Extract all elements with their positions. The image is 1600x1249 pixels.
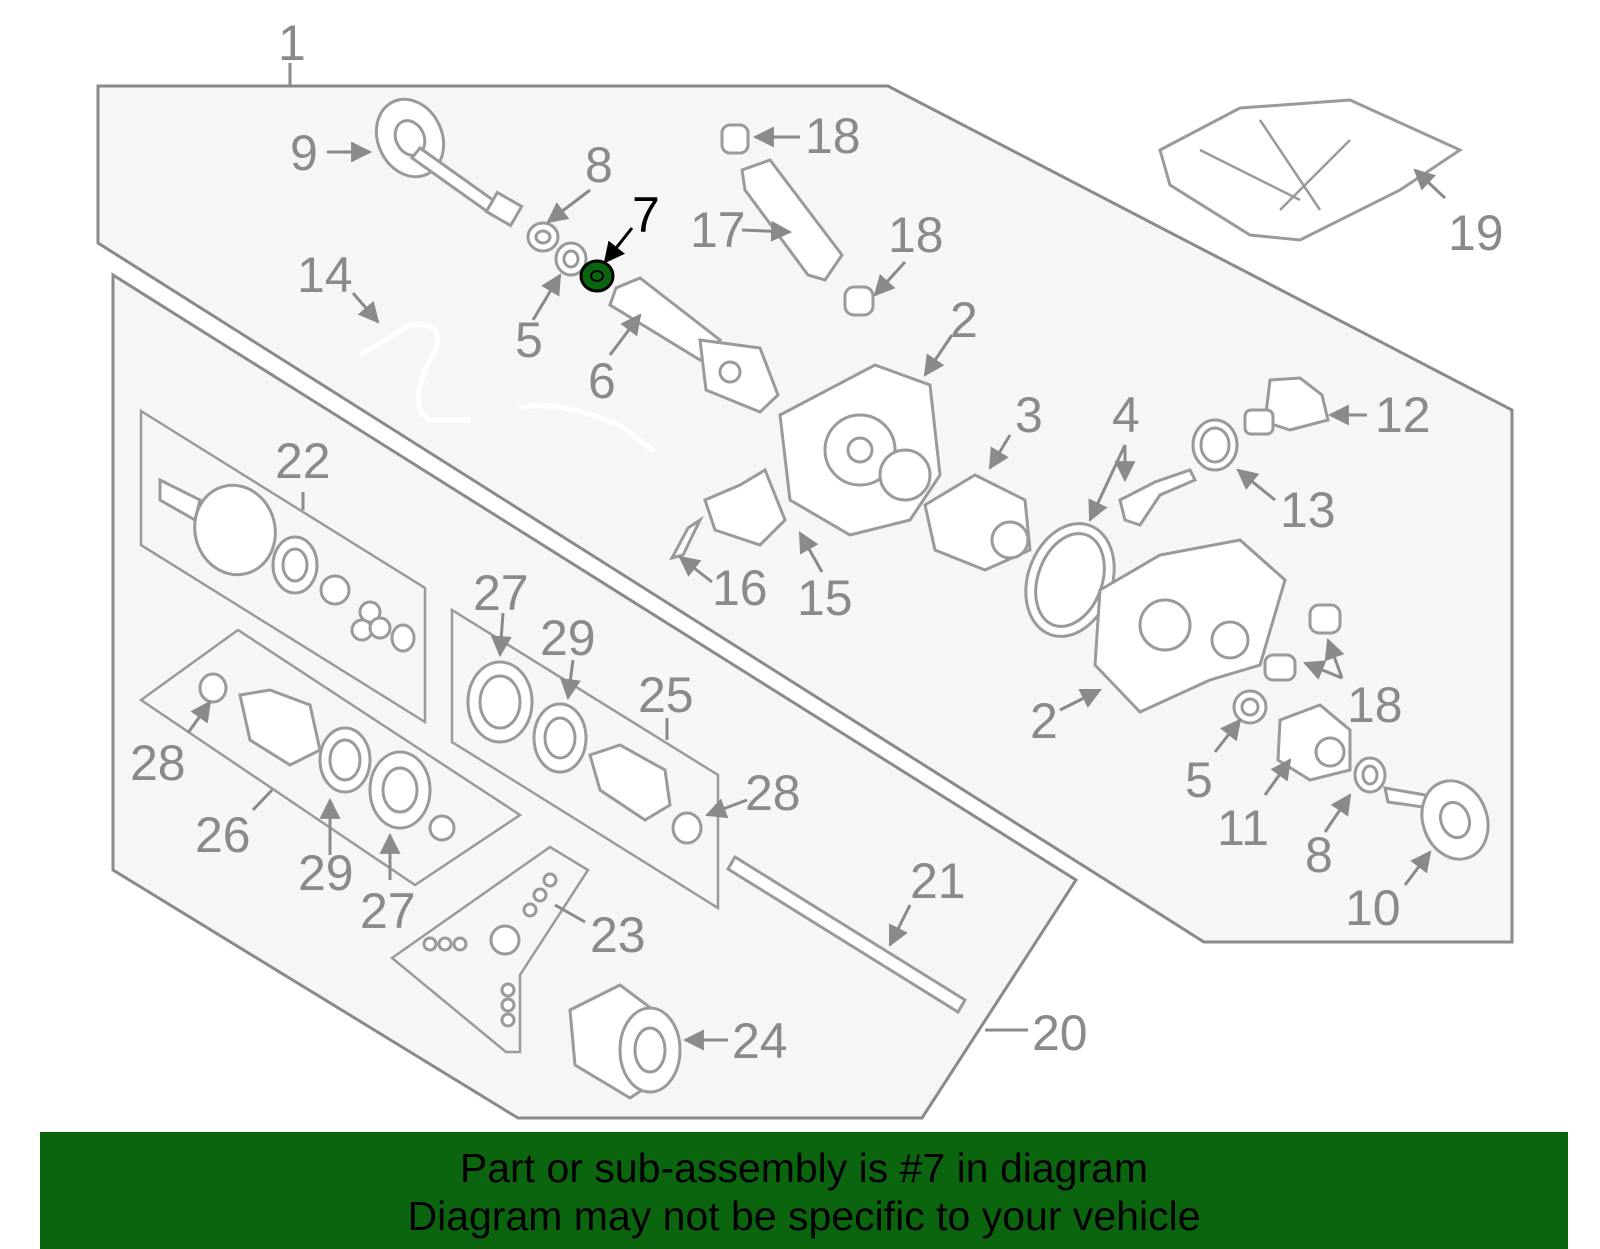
boot-kit-part-26: [198, 672, 456, 842]
callout-19: 19: [1448, 205, 1504, 261]
banner-line-1: Part or sub-assembly is #7 in diagram: [459, 1145, 1149, 1191]
highlighted-part-7: [579, 259, 615, 293]
callout-5-upper: 5: [515, 312, 543, 368]
callout-12: 12: [1375, 387, 1431, 443]
callout-27-left: 27: [360, 883, 416, 939]
callout-29-right: 29: [540, 610, 596, 666]
kit-box-22: [139, 408, 427, 725]
seal-part-13: [1191, 418, 1239, 472]
shaft-part-21: [725, 854, 968, 1015]
callout-28-left: 28: [130, 735, 186, 791]
drive-shaft-assembly-outline: [111, 272, 1079, 1120]
callout-11: 11: [1217, 800, 1269, 856]
kit-box-25: [450, 607, 720, 911]
info-banner: Part or sub-assembly is #7 in diagram Di…: [40, 1132, 1568, 1249]
callout-2-upper: 2: [950, 292, 978, 348]
callout-29-left: 29: [298, 845, 354, 901]
seal-part-8: [526, 221, 560, 253]
case-part-11: [1276, 703, 1352, 782]
callout-4: 4: [1112, 387, 1140, 443]
cv-joint-part-22: [158, 477, 416, 653]
cap-part-18-top: [720, 123, 750, 155]
callout-15: 15: [797, 570, 853, 626]
callout-5-lower: 5: [1185, 752, 1213, 808]
boot-kit-part-25: [466, 660, 703, 845]
callout-8-upper: 8: [585, 137, 613, 193]
callout-24: 24: [732, 1013, 788, 1069]
cap-part-18-lower-b: [1263, 653, 1297, 682]
housing-part-24: [568, 983, 682, 1100]
skid-plate-part-19: [1158, 98, 1464, 242]
callout-labels: 1 2 2 3 4 5 5 6 7 8 8 9 10 11 12 13 14 1…: [130, 15, 1504, 1069]
leader-lines: [186, 63, 1447, 1051]
callout-18-mid: 18: [888, 207, 944, 263]
differential-assembly-outline: [96, 84, 1514, 944]
kit-box-26: [138, 628, 523, 887]
callout-21: 21: [910, 853, 966, 909]
ring-gear-part-4: [1024, 468, 1198, 638]
seal-part-8-lower: [1353, 756, 1387, 794]
callout-6: 6: [588, 353, 616, 409]
banner-line-2: Diagram may not be specific to your vehi…: [407, 1193, 1201, 1239]
axle-shaft-part-9: [374, 97, 524, 228]
callout-18-lower: 18: [1347, 677, 1403, 733]
hose-part-14: [358, 321, 470, 423]
mount-part-15: [669, 467, 787, 561]
carrier-housing-part-2-lower: [1093, 538, 1287, 714]
bearing-part-5: [554, 241, 588, 277]
tube-part-6: [608, 276, 780, 414]
bracket-part-17: [740, 158, 844, 282]
callout-1: 1: [278, 15, 306, 71]
callout-27-right: 27: [473, 565, 529, 621]
line-part-16: [517, 403, 657, 454]
callout-17: 17: [690, 202, 746, 258]
callout-26: 26: [195, 807, 251, 863]
differential-case-part-3: [923, 473, 1032, 572]
callout-28-right: 28: [745, 765, 801, 821]
callout-7: 7: [632, 187, 660, 243]
callout-22: 22: [275, 433, 331, 489]
bearing-part-5-lower: [1232, 689, 1268, 725]
callout-10: 10: [1345, 880, 1401, 936]
callout-23: 23: [590, 907, 646, 963]
callout-2-lower: 2: [1030, 693, 1058, 749]
callout-14: 14: [297, 247, 353, 303]
callout-9: 9: [290, 125, 318, 181]
cap-part-18-mid: [843, 285, 875, 317]
flange-part-10: [1383, 779, 1490, 861]
callout-20: 20: [1032, 1005, 1088, 1061]
cap-part-18-lower-a: [1308, 603, 1342, 635]
carrier-housing-part-2-upper: [778, 363, 942, 537]
callout-13: 13: [1280, 482, 1336, 538]
callout-16: 16: [712, 560, 768, 616]
callout-3: 3: [1015, 387, 1043, 443]
callout-8-lower: 8: [1305, 827, 1333, 883]
callout-25: 25: [638, 667, 694, 723]
tripod-part-23: [422, 872, 558, 1028]
callout-18-top: 18: [805, 108, 861, 164]
kit-box-23: [389, 845, 590, 1054]
cover-part-12: [1243, 376, 1330, 436]
